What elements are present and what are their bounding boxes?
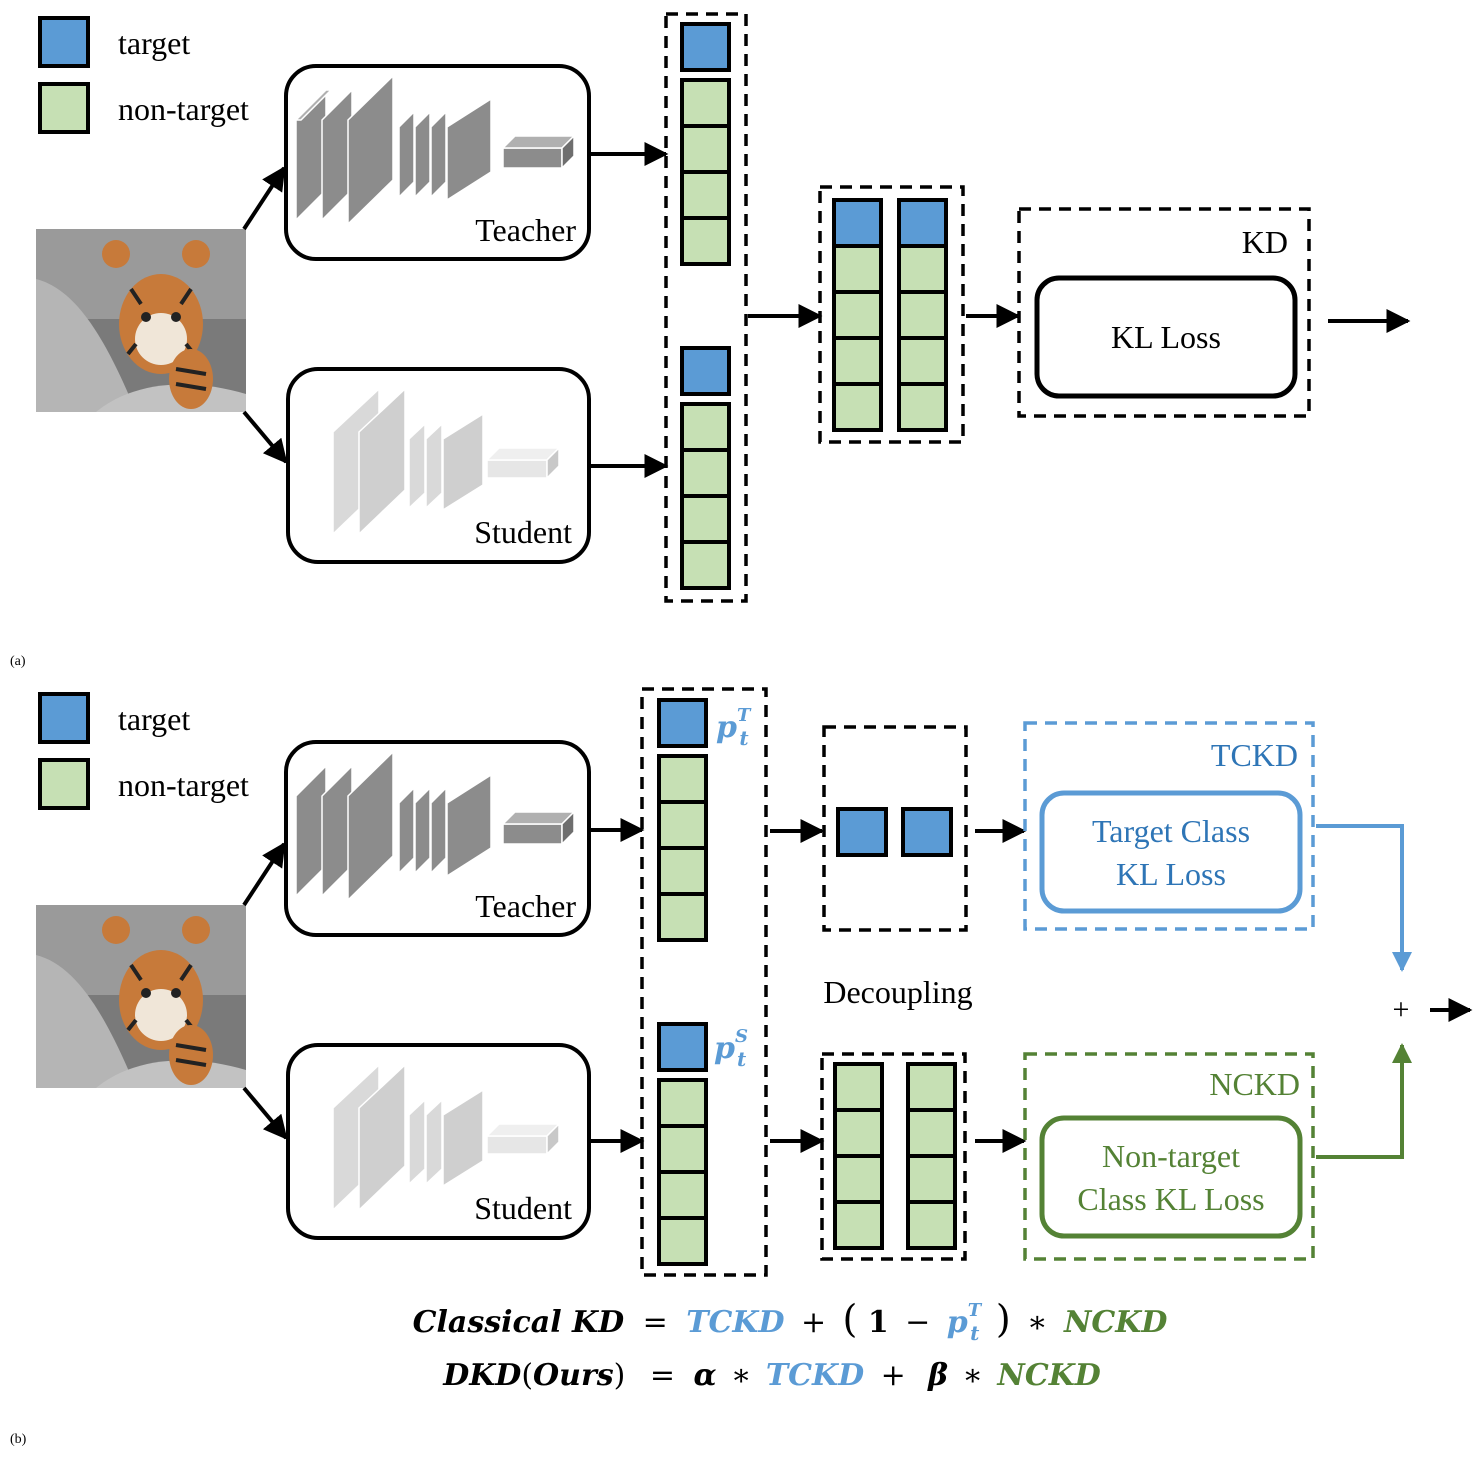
teacher-label: Teacher xyxy=(475,212,576,248)
legend-target-label: target xyxy=(118,25,190,61)
nckd-loss-line2: Class KL Loss xyxy=(1077,1181,1264,1217)
decoupling-label: Decoupling xyxy=(823,974,972,1010)
input-image xyxy=(34,227,248,414)
nckd-container xyxy=(1023,1052,1315,1261)
tckd-to-sum-arrow xyxy=(1316,824,1412,972)
equation-dkd: DKD(Ours) = α ∗ TCKD + β ∗ NCKD xyxy=(442,1358,1101,1393)
teacher-layers-icon-b xyxy=(295,750,576,902)
kd-container xyxy=(1017,207,1311,418)
panel-b: target non-target Teacher xyxy=(10,687,1473,1447)
teacher-label-b: Teacher xyxy=(475,888,576,924)
logits-container xyxy=(664,12,748,603)
target-logit-teacher xyxy=(836,807,888,857)
panel-a: target non-target Teacher xyxy=(10,12,1411,669)
nontarget-logits-container xyxy=(820,1052,967,1261)
nckd-to-sum-arrow xyxy=(1316,1043,1412,1159)
combined-logits xyxy=(832,198,948,432)
legend-b-nontarget-swatch xyxy=(38,758,90,810)
legend-b-target-label: target xyxy=(118,701,190,737)
tckd-loss-box xyxy=(1039,790,1303,914)
student-logits-b xyxy=(657,1022,708,1266)
nckd-loss-line1: Non-target xyxy=(1102,1138,1240,1174)
nckd-loss-box xyxy=(1039,1115,1303,1239)
legend-b-target-swatch xyxy=(38,692,90,744)
teacher-layers-icon xyxy=(294,74,576,226)
teacher-logits-b xyxy=(657,698,708,942)
panel-a-label: (a) xyxy=(10,654,26,669)
target-logits-container xyxy=(822,725,968,932)
kl-loss-box xyxy=(1034,275,1298,399)
legend-nontarget-swatch xyxy=(38,82,90,134)
student-layers-icon xyxy=(332,387,561,536)
legend-b-nontarget-label: non-target xyxy=(118,767,249,803)
tckd-container xyxy=(1023,721,1315,931)
input-image-b xyxy=(34,903,248,1090)
student-label-b: Student xyxy=(474,1190,572,1226)
nontarget-logits xyxy=(833,1062,957,1250)
sum-symbol: + xyxy=(1393,993,1410,1026)
legend-nontarget-label: non-target xyxy=(118,91,249,127)
nckd-label: NCKD xyxy=(1209,1066,1300,1102)
student-label: Student xyxy=(474,514,572,550)
tckd-label: TCKD xyxy=(1211,737,1298,773)
student-logits xyxy=(680,346,731,590)
legend-target-swatch xyxy=(38,16,90,68)
teacher-logits xyxy=(680,22,731,266)
logits-container-b xyxy=(640,687,768,1277)
kl-loss-label: KL Loss xyxy=(1111,319,1221,355)
tckd-loss-line1: Target Class xyxy=(1092,813,1250,849)
student-layers-icon-b xyxy=(332,1063,561,1212)
panel-b-label: (b) xyxy=(10,1432,27,1447)
target-logit-student xyxy=(901,807,953,857)
combined-logits-container xyxy=(818,185,965,444)
tckd-loss-line2: KL Loss xyxy=(1116,856,1226,892)
kd-label: KD xyxy=(1242,224,1288,260)
